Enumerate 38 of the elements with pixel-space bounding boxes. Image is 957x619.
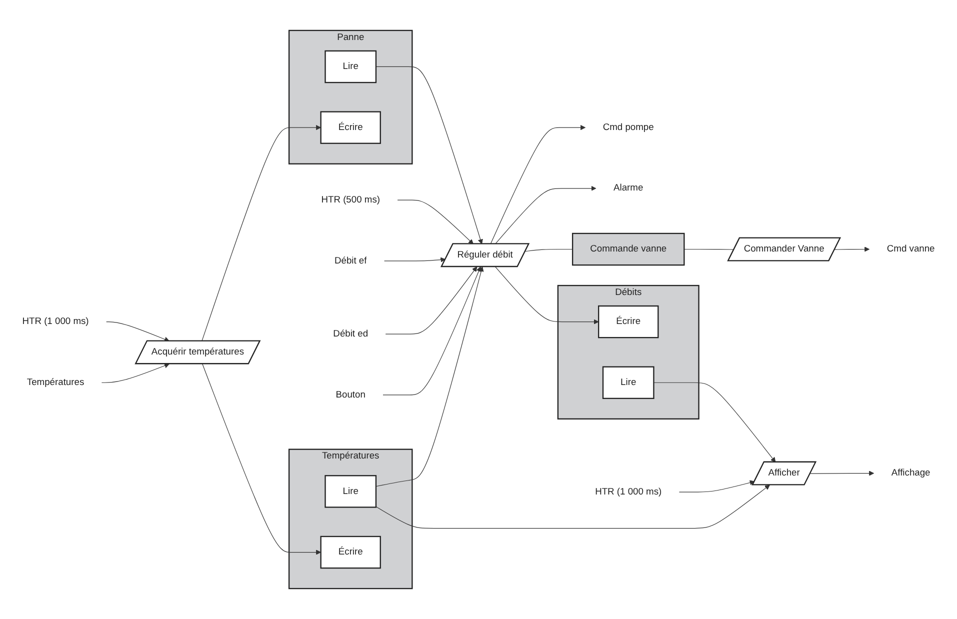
arrow <box>834 246 870 252</box>
node-text: Débit ed <box>333 328 368 339</box>
arrow <box>490 124 586 244</box>
node-text: Températures <box>26 377 84 388</box>
node-text: HTR (1 000 ms) <box>22 316 89 326</box>
connector <box>684 248 734 250</box>
node-text: HTR (1 000 ms) <box>595 486 662 497</box>
node-box: Écrire <box>598 305 659 338</box>
connector <box>524 248 573 252</box>
node-text: Débit ef <box>334 256 367 266</box>
arrow <box>495 186 596 244</box>
arrow <box>384 257 446 262</box>
arrow <box>397 200 474 244</box>
node-text: HTR (500 ms) <box>321 194 380 205</box>
arrow <box>495 266 599 324</box>
node-box: Commande vanne <box>572 232 685 266</box>
node-text: Affichage <box>891 468 930 478</box>
node-text: Alarme <box>614 183 644 194</box>
arrow <box>810 470 874 476</box>
arrow <box>678 480 755 492</box>
node-box: Lire <box>324 475 377 508</box>
arrow <box>376 66 483 244</box>
node-text: Cmd pompe <box>602 122 654 132</box>
arrow <box>382 266 482 396</box>
node-box: Lire <box>324 50 377 84</box>
node-text: Bouton <box>336 390 366 400</box>
node-box: Écrire <box>320 111 381 144</box>
arrow <box>385 266 478 334</box>
node-box: Lire <box>602 366 654 399</box>
arrow <box>376 266 484 487</box>
arrow <box>101 363 170 383</box>
arrow <box>202 364 322 555</box>
arrow <box>202 124 322 342</box>
arrow <box>653 382 776 462</box>
node-box: Écrire <box>320 536 381 569</box>
node-text: Cmd vanne <box>886 244 935 254</box>
arrow <box>106 322 170 342</box>
arrow <box>376 484 770 529</box>
